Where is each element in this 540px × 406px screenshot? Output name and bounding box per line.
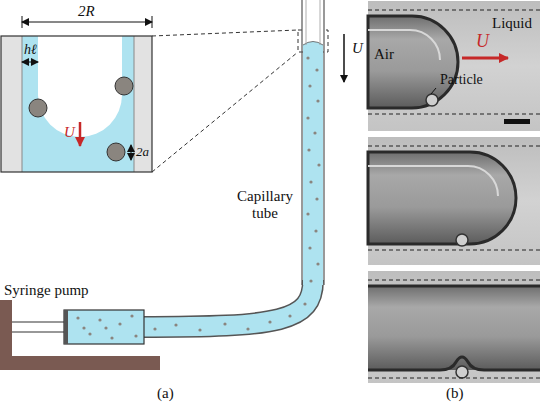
photo-strip [368, 1, 540, 131]
dimension-label: 2R [78, 3, 95, 20]
region-label: Air [374, 46, 394, 63]
photo-strip [368, 271, 540, 383]
capillary-tube [140, 0, 344, 332]
part-label: Particle [440, 72, 483, 87]
velocity-label: U [352, 40, 363, 57]
dimension-label: 2a [136, 145, 149, 159]
part-label: Syringe pump [4, 282, 89, 299]
velocity-label: U [64, 124, 75, 141]
panel-label: (b) [446, 385, 464, 402]
inset-view [1, 16, 152, 172]
photo-strip [368, 137, 540, 265]
panel-label: (a) [157, 385, 174, 402]
part-label: Capillary tube [232, 188, 298, 221]
dimension-label: hℓ [24, 42, 37, 57]
syringe-pump [0, 300, 160, 370]
region-label: Liquid [492, 15, 532, 32]
velocity-label: U [476, 32, 489, 52]
